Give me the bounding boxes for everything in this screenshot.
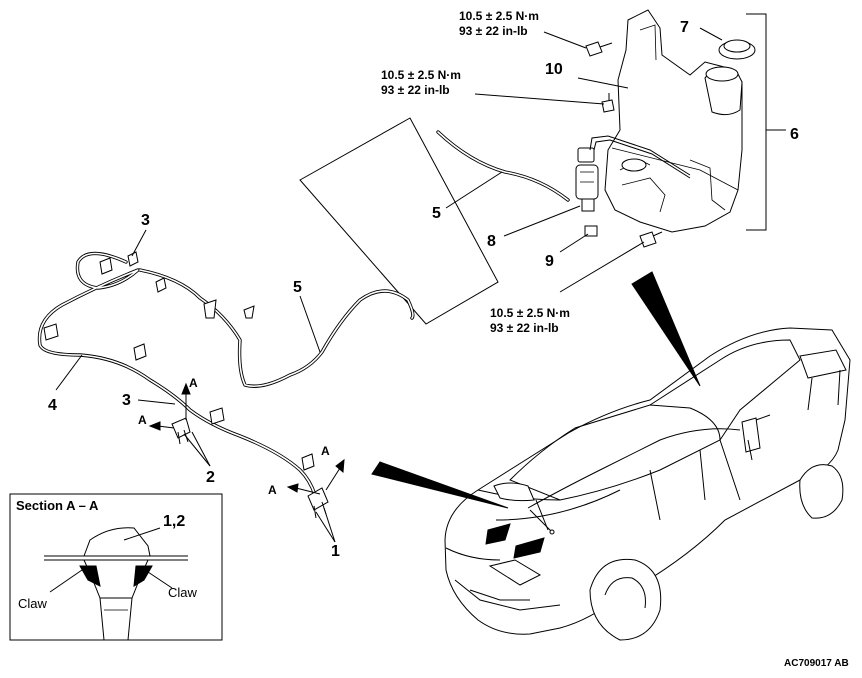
hose-4 (37, 251, 317, 497)
bolt-middle (601, 93, 615, 113)
section-arrows (148, 382, 345, 495)
washer-tank-assembly (575, 9, 786, 248)
callout-6: 6 (790, 126, 799, 143)
torque-spec-middle: 10.5 ± 2.5 N·m 93 ± 22 in-lb (381, 68, 461, 97)
pointer-wedge-tank (631, 271, 701, 387)
torque-inlb-middle: 93 ± 22 in-lb (381, 83, 450, 97)
torque-spec-top: 10.5 ± 2.5 N·m 93 ± 22 in-lb (459, 9, 539, 38)
callout-2: 2 (206, 469, 215, 486)
section-marker-a-1: A (189, 376, 198, 390)
callout-9: 9 (545, 253, 554, 270)
callout-8: 8 (487, 233, 496, 250)
figure-code: AC709017 AB (784, 658, 849, 669)
callout-5-upper: 5 (432, 205, 441, 222)
torque-inlb-bottom: 93 ± 22 in-lb (490, 321, 559, 335)
torque-nm-bottom: 10.5 ± 2.5 N·m (490, 306, 570, 320)
callout-10: 10 (545, 61, 563, 78)
claw-label-right: Claw (168, 585, 198, 600)
section-marker-a-4: A (268, 483, 277, 497)
torque-inlb-top: 93 ± 22 in-lb (459, 24, 528, 38)
washer-nozzles (171, 417, 329, 519)
torque-spec-bottom: 10.5 ± 2.5 N·m 93 ± 22 in-lb (490, 306, 570, 335)
section-marker-a-3: A (321, 444, 330, 458)
claw-label-left: Claw (18, 596, 48, 611)
callout-5-lower: 5 (293, 279, 302, 296)
callout-4: 4 (48, 397, 57, 414)
section-part-label: 1,2 (163, 513, 185, 530)
section-box (9, 493, 223, 641)
callout-7: 7 (680, 19, 689, 36)
leader-lines (55, 27, 723, 543)
bolt-top (585, 41, 613, 57)
callout-3-lower: 3 (122, 392, 131, 409)
bolt-bottom (639, 231, 663, 248)
hood-outline (299, 117, 499, 325)
section-marker-a-2: A (138, 413, 147, 427)
pointer-wedge-nozzle (371, 461, 509, 509)
hose-5-lower (138, 268, 415, 388)
callout-1: 1 (331, 543, 340, 560)
hose-5-upper (436, 130, 570, 202)
callout-3-upper: 3 (141, 212, 150, 229)
section-title: Section A – A (16, 498, 99, 513)
car-illustration (444, 327, 851, 641)
hose-clips (43, 251, 315, 471)
torque-nm-middle: 10.5 ± 2.5 N·m (381, 68, 461, 82)
torque-nm-top: 10.5 ± 2.5 N·m (459, 9, 539, 23)
